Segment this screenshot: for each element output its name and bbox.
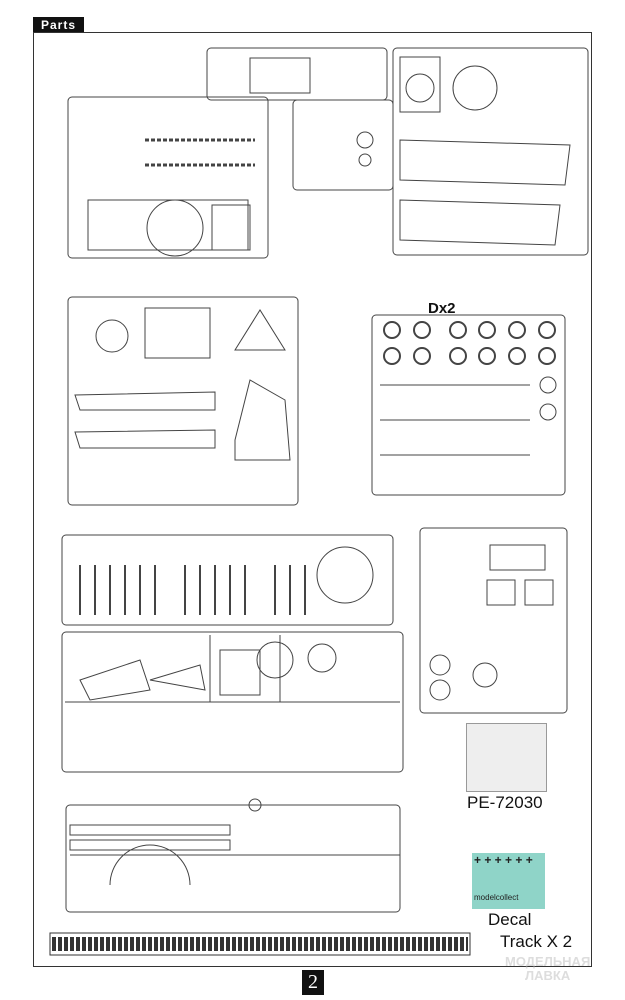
sprue-d-label: Dx2 — [428, 300, 456, 317]
watermark-line-2: ЛАВКА — [525, 968, 571, 983]
page-number: 2 — [302, 970, 324, 995]
sprue-f — [61, 631, 404, 773]
sprue-g — [65, 798, 401, 913]
parts-frame — [33, 32, 592, 967]
watermark-line-1: МОДЕЛЬНАЯ — [505, 954, 591, 969]
decal-crosses: + + + + + + — [474, 853, 533, 867]
track-label: Track X 2 — [500, 932, 573, 951]
photo-etch-sheet — [466, 723, 547, 792]
sprue-top-left — [67, 96, 269, 259]
pe-label: PE-72030 — [467, 793, 543, 812]
decal-sheet: + + + + + + modelcollect — [472, 853, 545, 909]
watermark: МОДЕЛЬНАЯ ЛАВКА — [505, 955, 590, 983]
decal-label: Decal — [488, 910, 532, 929]
sprue-middle-left — [67, 296, 299, 506]
section-header: Parts — [33, 17, 85, 33]
sprue-top-right — [206, 47, 589, 256]
sprue-right — [419, 527, 568, 714]
sprue-d — [371, 314, 566, 496]
sprue-e — [61, 534, 394, 626]
decal-brand: modelcollect — [474, 893, 519, 902]
